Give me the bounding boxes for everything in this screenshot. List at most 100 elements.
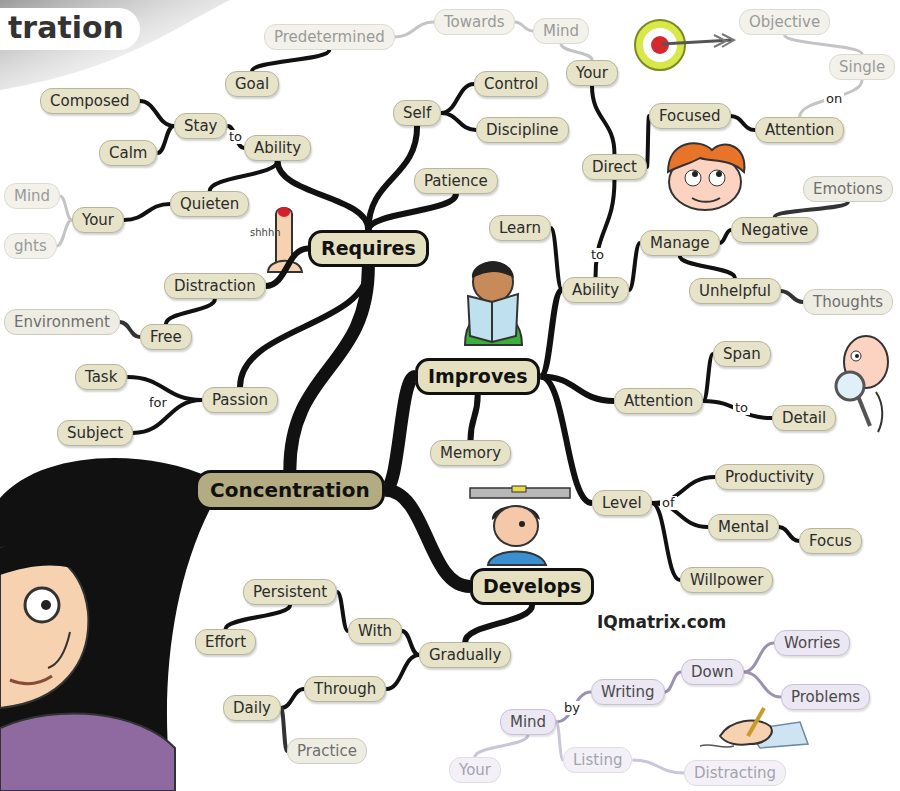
branch-label: Mental xyxy=(708,514,779,540)
node-text: Memory xyxy=(440,444,501,462)
node-text: Listing xyxy=(573,751,622,769)
node-text: Learn xyxy=(499,219,541,237)
branch-label: Stay xyxy=(174,113,227,139)
node-text: Goal xyxy=(235,75,269,93)
branch-label: Mind xyxy=(4,183,60,209)
branch-label: Willpower xyxy=(680,567,773,593)
branch-label: Passion xyxy=(202,387,278,413)
branch-label: Learn xyxy=(489,215,551,241)
node-text: Patience xyxy=(424,172,488,190)
branch-line xyxy=(166,299,215,324)
link-word: to xyxy=(589,248,606,262)
branch-line xyxy=(652,503,680,580)
node-text: Requires xyxy=(321,237,416,259)
branch-label: Through xyxy=(304,676,386,702)
branch-line xyxy=(475,735,528,757)
node-text: Ability xyxy=(254,139,301,157)
link-word: shhhh xyxy=(248,227,283,238)
branch-label: Persistent xyxy=(243,579,337,605)
node-text: ghts xyxy=(14,237,47,255)
branch-label: Goal xyxy=(225,71,279,97)
node-text: Span xyxy=(723,345,761,363)
node-text: Predetermined xyxy=(274,28,385,46)
node-text: Willpower xyxy=(690,571,763,589)
branch-line xyxy=(680,256,735,278)
branch-line xyxy=(395,22,434,37)
branch-label: Ability xyxy=(244,135,311,161)
branch-label: Attention xyxy=(614,388,703,414)
node-text: Stay xyxy=(184,117,217,135)
branch-label: Down xyxy=(681,659,744,685)
branch-line xyxy=(785,35,862,54)
node-text: Develops xyxy=(483,575,581,597)
branch-line xyxy=(629,243,640,290)
node-text: Ability xyxy=(572,281,619,299)
branch-label: Your xyxy=(449,757,501,783)
branch-label: Subject xyxy=(57,420,133,446)
branch-line xyxy=(703,401,772,418)
node-text: Gradually xyxy=(429,646,501,664)
node-text: Level xyxy=(602,494,642,512)
branch-label: Practice xyxy=(287,738,367,764)
branch-label: Worries xyxy=(774,630,850,656)
map-title: tration xyxy=(0,8,140,50)
branch-label: Productivity xyxy=(715,464,824,490)
branch-line xyxy=(731,116,755,130)
branch-label: Ability xyxy=(562,277,629,303)
main-branch-label: Requires xyxy=(308,230,429,267)
branch-label: Free xyxy=(140,324,192,350)
link-word: of xyxy=(660,496,677,510)
branch-line xyxy=(57,220,72,246)
branch-line xyxy=(744,643,774,672)
branch-line xyxy=(157,126,174,153)
branch-label: Quieten xyxy=(170,191,249,217)
node-text: Subject xyxy=(67,424,123,442)
node-text: Mind xyxy=(510,713,546,731)
branch-line xyxy=(775,202,848,217)
central-topic: Concentration xyxy=(195,470,385,510)
node-text: Direct xyxy=(592,158,637,176)
branch-line xyxy=(556,722,563,760)
node-text: Your xyxy=(459,761,491,779)
node-text: Emotions xyxy=(813,180,883,198)
node-text: Mental xyxy=(718,518,769,536)
magnifier-man xyxy=(836,336,888,432)
branch-label: Towards xyxy=(434,9,515,35)
branch-label: Patience xyxy=(414,168,498,194)
branch-line xyxy=(720,230,731,243)
branch-line xyxy=(386,655,419,689)
link-word: for xyxy=(147,396,169,410)
branch-line xyxy=(385,490,470,586)
branch-label: Predetermined xyxy=(264,24,395,50)
node-text: Your xyxy=(82,211,114,229)
branch-line xyxy=(281,689,304,708)
branch-line xyxy=(647,116,649,167)
branch-label: Daily xyxy=(223,695,281,721)
thinking-face xyxy=(668,143,744,210)
watermark: IQmatrix.com xyxy=(595,613,728,632)
branch-label: Focus xyxy=(799,528,862,554)
branch-line xyxy=(278,161,369,230)
branch-line xyxy=(703,354,713,401)
branch-line xyxy=(665,672,681,692)
branch-line xyxy=(120,322,140,337)
node-text: Practice xyxy=(297,742,357,760)
branch-label: Mind xyxy=(500,709,556,735)
node-text: Concentration xyxy=(210,478,370,502)
node-text: Focus xyxy=(809,532,852,550)
writing-hand xyxy=(700,708,808,748)
branch-label: Control xyxy=(474,71,548,97)
branch-line xyxy=(402,631,419,655)
branch-line xyxy=(515,22,534,31)
node-text: Effort xyxy=(205,633,246,651)
branch-line xyxy=(596,180,615,277)
node-text: Attention xyxy=(624,392,693,410)
node-text: Through xyxy=(314,680,376,698)
branch-label: With xyxy=(348,618,402,644)
branch-line xyxy=(337,592,348,631)
branch-line xyxy=(800,80,862,117)
node-text: Mind xyxy=(543,22,579,40)
branch-line xyxy=(385,376,415,490)
branch-label: Effort xyxy=(195,629,256,655)
